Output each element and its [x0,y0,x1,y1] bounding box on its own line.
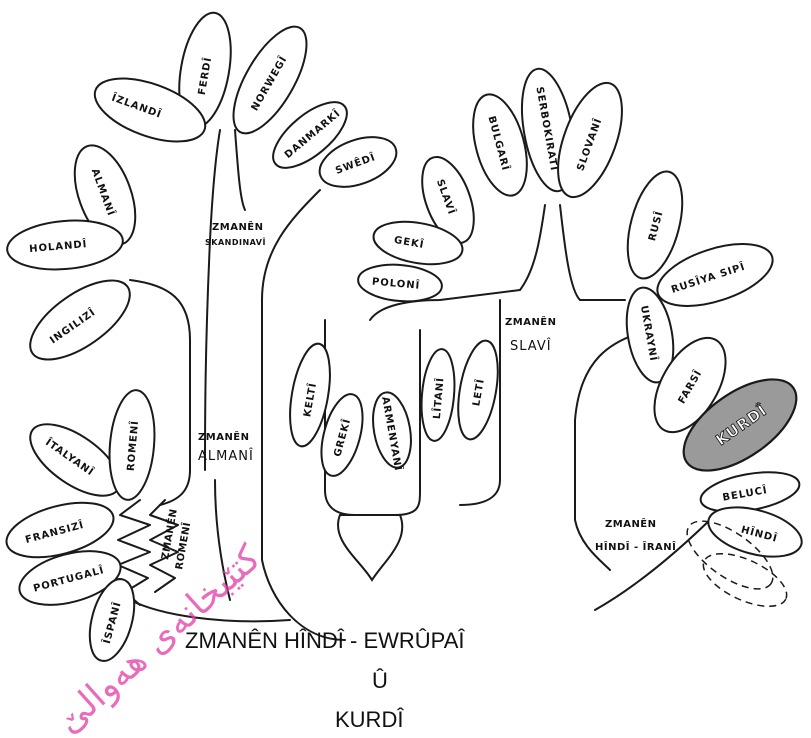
trunk-skandinavi [235,130,245,210]
group-almani-line1: ZMANÊN [198,430,250,443]
leaf-ingilizi: INGILIZÎ [18,265,143,374]
leaf-leti: LETÎ [452,338,505,443]
leaf-poloni: POLONÎ [357,261,444,304]
group-skandinavi-line1: ZMANÊN [212,220,264,233]
group-hindi-irani-line1: ZMANÊN [605,517,657,530]
group-hindi-irani-line2: HÎNDÎ - ÎRANÎ [595,540,676,553]
leaf-romeni: ROMENÎ [105,388,158,501]
trunk-germanic-left [205,130,220,470]
group-almani-line2: ALMANÎ [198,448,254,464]
trunk-lines [118,130,720,640]
title-line3: KURDÎ [335,707,404,732]
group-slavi-line2: SLAVÎ [510,338,552,354]
leaf-bottom-center [338,515,402,580]
leaf-litani: LÎTANÎ [418,348,458,442]
trunk-slavi-right [560,205,625,300]
group-slavi-line1: ZMANÊN [505,315,557,328]
leaf-holandi: HOLANDÎ [5,216,125,274]
group-skandinavi-line2: SKANDINAVÎ [205,236,266,247]
title-line2: Û [372,668,388,693]
diagram-title: ZMANÊN HÎNDÎ - EWRÛPAÎ Û KURDÎ [185,628,465,732]
title-line1: ZMANÊN HÎNDÎ - EWRÛPAÎ [185,628,465,653]
leaf-armenyani: ARMENYANÎ [368,389,417,474]
